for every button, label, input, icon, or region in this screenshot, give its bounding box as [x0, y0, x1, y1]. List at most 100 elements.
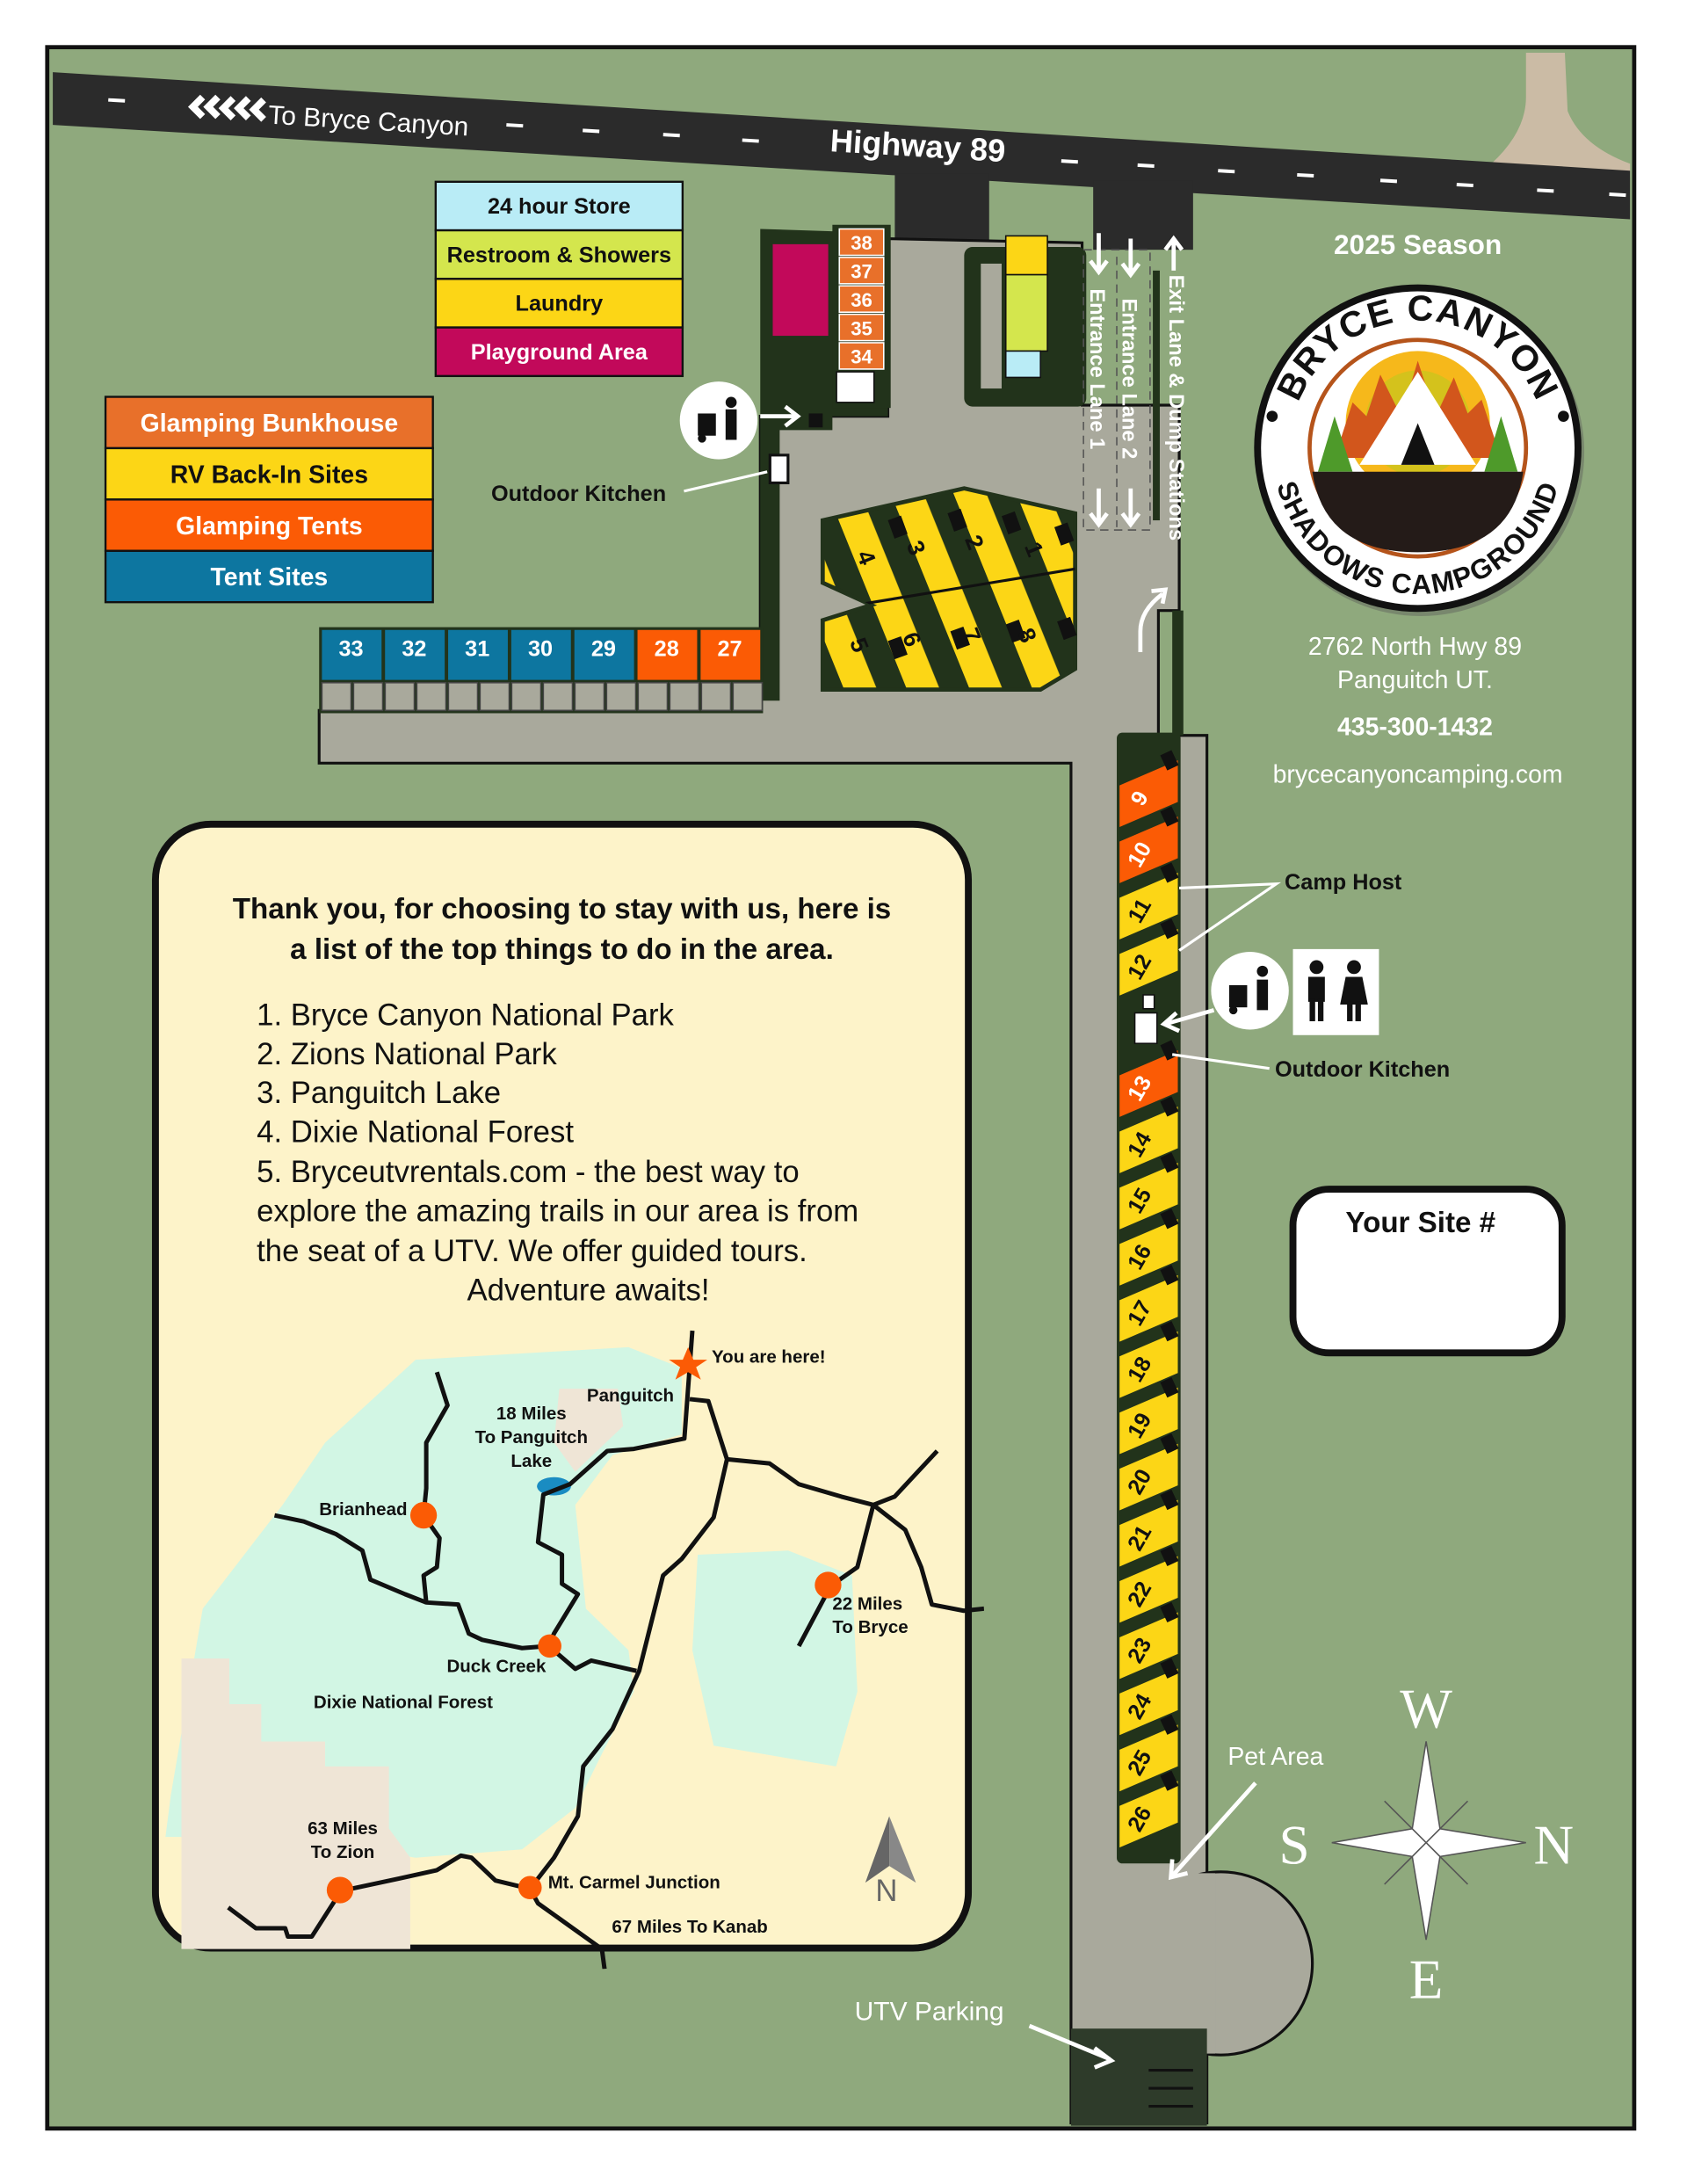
site-36[interactable]: 36 — [838, 285, 885, 314]
things-to-do-item: 2. Zions National Park — [257, 1038, 557, 1071]
site-33[interactable] — [322, 629, 382, 680]
legend-swatch — [434, 229, 684, 280]
compass-right: N — [1534, 1814, 1575, 1876]
arrow-left-icon — [1160, 1008, 1215, 1034]
campground-logo: BRYCE CANYON SHADOWS CAMPGROUND — [1254, 284, 1585, 616]
site-29[interactable] — [574, 629, 634, 680]
facility-legend-label: Restroom & Showers — [447, 243, 671, 267]
map-label-lake: 18 Miles — [496, 1404, 567, 1424]
site-23[interactable] — [1119, 1601, 1179, 1680]
site-28[interactable] — [637, 629, 698, 680]
site-37[interactable]: 37 — [838, 257, 885, 285]
parking-pad — [1005, 620, 1026, 643]
site-17[interactable] — [1119, 1265, 1179, 1342]
site-30[interactable] — [510, 629, 571, 680]
map-north-label: N — [875, 1875, 897, 1908]
arrow-down-icon — [1089, 233, 1184, 653]
map-label-lake: Lake — [510, 1451, 552, 1471]
parking-pad — [605, 681, 637, 712]
parking-pad — [1053, 522, 1075, 546]
site-19[interactable] — [1119, 1377, 1179, 1455]
website-link[interactable]: brycecanyoncamping.com — [1273, 760, 1563, 788]
utv-parking-label: UTV Parking — [855, 1998, 1004, 2027]
area-map — [165, 1331, 984, 1969]
lane-dash — [1137, 163, 1155, 168]
things-to-do-item: 3. Panguitch Lake — [257, 1077, 501, 1110]
site-12[interactable] — [1119, 918, 1179, 996]
site-20[interactable] — [1119, 1433, 1179, 1511]
site-24[interactable] — [1119, 1658, 1179, 1736]
duck-creek-marker — [538, 1634, 561, 1658]
site-9[interactable] — [1119, 750, 1179, 827]
lane-dash — [1379, 178, 1398, 184]
parking-pad — [637, 681, 669, 712]
site-27[interactable] — [700, 629, 761, 680]
restroom-building — [1004, 273, 1048, 352]
site-25[interactable] — [1119, 1714, 1179, 1792]
restroom-icon — [1292, 948, 1379, 1035]
site-number: 33 — [338, 637, 363, 662]
site-15[interactable] — [1119, 1152, 1179, 1230]
site-38[interactable]: 38 — [838, 228, 885, 257]
site-18[interactable] — [1119, 1321, 1179, 1398]
address-line-2: Panguitch UT. — [1337, 666, 1493, 694]
lane-dash — [1609, 192, 1626, 198]
site-32[interactable] — [385, 629, 445, 680]
parking-pad — [447, 681, 479, 712]
zion-marker — [326, 1876, 354, 1904]
site-number: 30 — [528, 637, 553, 662]
map-label-duck-creek: Duck Creek — [446, 1656, 546, 1676]
bryce-marker — [815, 1571, 842, 1599]
map-label-zion: To Zion — [311, 1842, 375, 1862]
site-34[interactable]: 34 — [838, 342, 885, 370]
site-26[interactable] — [1119, 1770, 1179, 1848]
facility-legend-label: Playground Area — [471, 340, 648, 365]
lane-dash — [1537, 188, 1554, 193]
legend-swatch — [104, 498, 434, 552]
playground-area — [772, 243, 829, 337]
things-to-do-item-cont: explore the amazing trails in our area i… — [257, 1194, 858, 1228]
exit-lane-label: Exit Lane & Dump Stations — [1164, 275, 1187, 541]
parking-pad — [887, 635, 908, 660]
parking-pad — [510, 681, 542, 712]
utv-parking-area — [1070, 2028, 1207, 2126]
site-11[interactable] — [1119, 862, 1179, 940]
site-35[interactable]: 35 — [838, 313, 885, 342]
site-10[interactable] — [1119, 806, 1179, 883]
parking-pad — [700, 681, 732, 712]
site-number: 31 — [465, 637, 489, 662]
compass-top: W — [1400, 1679, 1452, 1740]
entrance-lanes: Entrance Lane 1 Entrance Lane 2 Exit Lan… — [1082, 233, 1187, 653]
map-label-panguitch: Panguitch — [587, 1386, 674, 1406]
site-22[interactable] — [1119, 1545, 1179, 1623]
outdoor-kitchen-building — [768, 453, 790, 484]
parking-pad — [947, 508, 967, 532]
laundry-building — [1004, 235, 1048, 276]
lane-dash — [1297, 172, 1314, 178]
site-legend-label: Glamping Tents — [176, 512, 363, 541]
lane-dash — [506, 123, 524, 128]
your-site-box — [1289, 1186, 1566, 1357]
map-label-brianhead: Brianhead — [319, 1499, 407, 1520]
map-label-mt-carmel: Mt. Carmel Junction — [548, 1873, 720, 1893]
map-label-zion: 63 Miles — [308, 1818, 378, 1839]
mt-carmel-marker — [518, 1876, 542, 1899]
site-31[interactable] — [448, 629, 508, 680]
facility-legend-label: Laundry — [516, 292, 604, 316]
arrow-icon — [1168, 1781, 1257, 1881]
parking-pad — [732, 681, 764, 712]
lane-dash — [583, 128, 600, 134]
site-number: 32 — [402, 637, 426, 662]
season-label: 2025 Season — [1334, 229, 1502, 260]
brianhead-marker — [409, 1502, 438, 1529]
site-21[interactable] — [1119, 1489, 1179, 1567]
phone-number: 435-300-1432 — [1337, 714, 1493, 742]
store-building — [836, 371, 875, 403]
site-16[interactable] — [1119, 1208, 1179, 1286]
your-site-label: Your Site # — [1345, 1207, 1495, 1239]
site-number: 37 — [851, 261, 872, 283]
site-number: 36 — [851, 289, 872, 311]
site-number: 34 — [851, 346, 872, 368]
parking-pad — [887, 515, 908, 539]
site-14[interactable] — [1119, 1096, 1179, 1173]
